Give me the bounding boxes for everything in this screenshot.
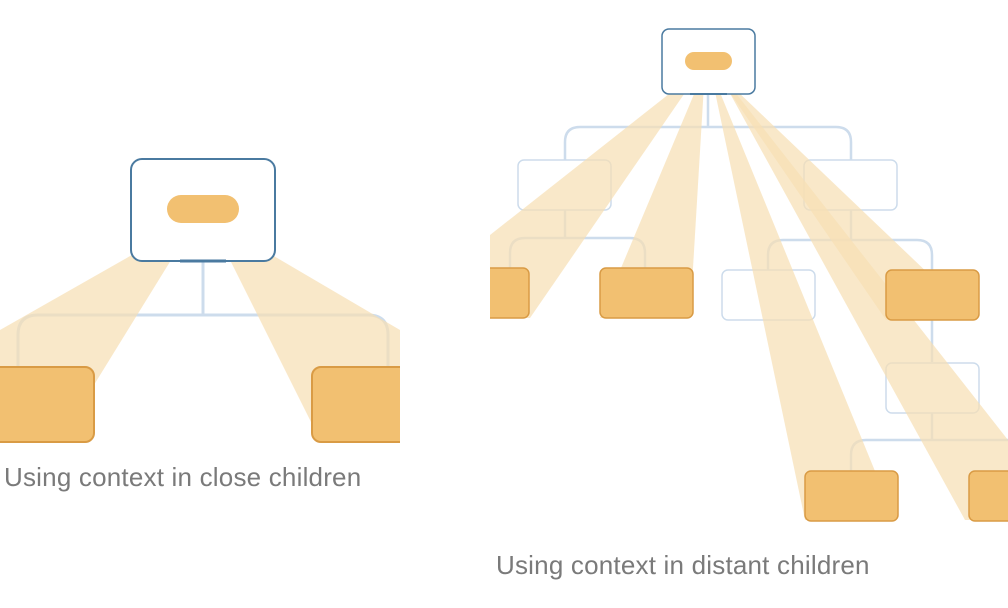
distant-children-tree [490,28,1008,522]
consumer-nodes [490,267,1008,522]
consumer-node-5 [968,470,1008,522]
consumer-node-1 [490,267,530,319]
context-pill [685,52,732,70]
distant-children-diagram: Using context in distant children [490,0,1008,608]
consumer-node-3 [885,269,980,321]
close-children-diagram: Using context in close children [0,0,400,608]
caption: Using context in close children [4,462,362,492]
consumer-node-right [311,366,400,443]
consumer-node-4 [804,470,899,522]
context-pill [167,195,239,223]
close-children-tree [0,158,400,443]
consumer-node-2 [599,267,694,319]
consumer-node-left [0,366,95,443]
context-beams [490,68,1008,520]
caption: Using context in distant children [496,550,870,580]
